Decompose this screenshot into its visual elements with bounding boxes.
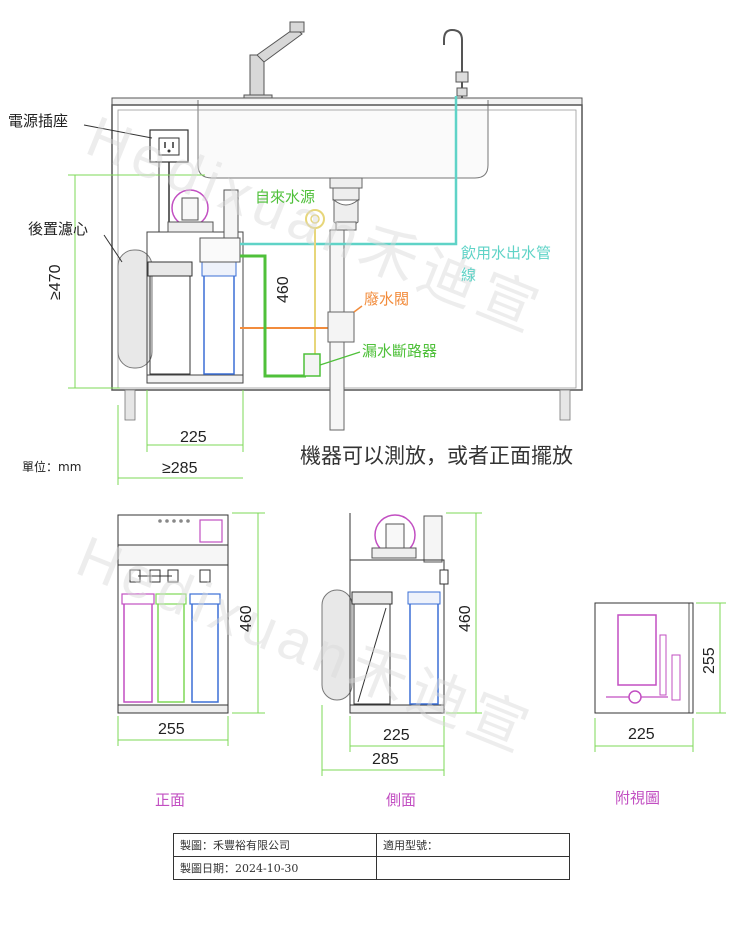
rear-filter <box>117 249 153 369</box>
label-drinking-outlet-2: 線 <box>461 266 477 284</box>
cell-model: 適用型號： <box>376 833 570 857</box>
dim-main-height: ≥470 <box>47 264 64 300</box>
power-socket <box>149 129 189 232</box>
dim-side-height: 460 <box>457 605 474 632</box>
dim-front-height: 460 <box>238 605 255 632</box>
label-leak-breaker: 漏水斷路器 <box>362 342 438 360</box>
main-installation-view <box>68 21 583 485</box>
top-view-drawing <box>594 602 726 752</box>
label-tap-water-source: 自來水源 <box>255 188 316 206</box>
feed-pipe <box>240 254 306 378</box>
front-view-title: 正面 <box>155 791 186 809</box>
dim-main-width-225: 225 <box>180 429 207 446</box>
dim-front-width: 255 <box>158 721 185 738</box>
dim-main-width-285: ≥285 <box>162 460 198 477</box>
dim-side-width-225: 225 <box>383 727 410 744</box>
dim-side-width-285: 285 <box>372 751 399 768</box>
dim-top-height: 255 <box>701 647 718 674</box>
main-dimensions <box>68 174 244 485</box>
label-unit: 單位：mm <box>22 460 82 474</box>
placement-note: 機器可以測放，或者正面擺放 <box>300 444 573 468</box>
dim-top-width: 225 <box>628 726 655 743</box>
label-rear-filter: 後置濾心 <box>28 220 89 238</box>
label-drinking-outlet: 飲用水出水管 <box>461 244 552 262</box>
cell-date: 製圖日期：2024-10-30 <box>173 856 377 880</box>
dim-main-460: 460 <box>275 276 292 303</box>
label-power-socket: 電源插座 <box>8 112 69 130</box>
side-view-title: 側面 <box>386 791 417 809</box>
cell-maker: 製圖：禾豐裕有限公司 <box>173 833 377 857</box>
side-view-drawing <box>321 512 482 776</box>
top-view-title: 附視圖 <box>615 789 661 807</box>
label-waste-valve: 廢水閥 <box>364 290 410 308</box>
leak-breaker <box>303 351 361 377</box>
waste-valve <box>327 311 355 343</box>
tap-water-source <box>305 209 325 358</box>
front-view-drawing <box>117 512 265 746</box>
cell-blank <box>376 856 570 880</box>
drinking-outlet-pipe <box>240 96 458 246</box>
title-block-table: 製圖：禾豐裕有限公司 適用型號： 製圖日期：2024-10-30 <box>173 833 570 880</box>
kitchen-faucet <box>243 21 305 101</box>
drinking-faucet <box>443 28 469 98</box>
purifier-machine <box>146 189 244 384</box>
